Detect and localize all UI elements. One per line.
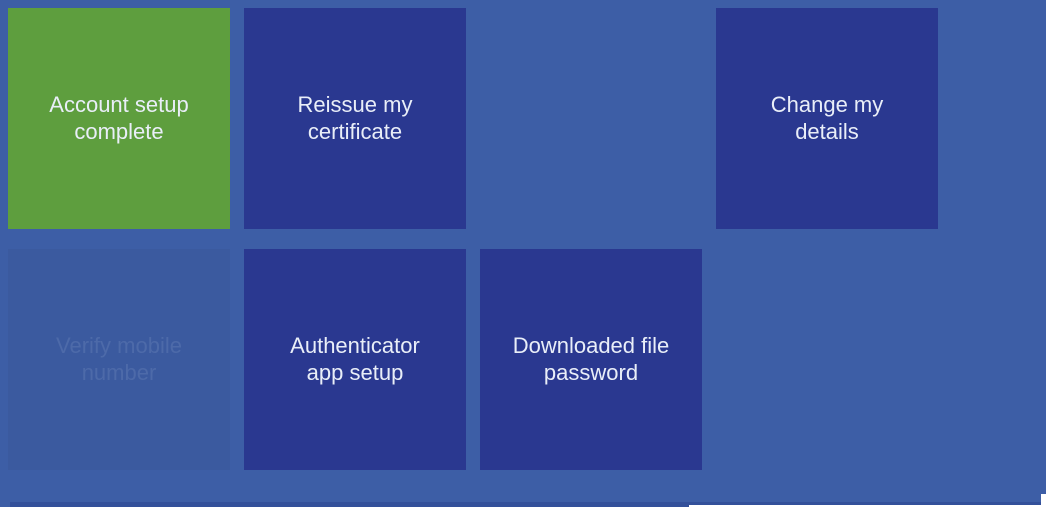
page-edge-right	[1041, 494, 1046, 507]
tile-change-my-details[interactable]: Change my details	[716, 8, 938, 229]
tile-grid: Account setup complete Reissue my certif…	[8, 8, 938, 470]
tile-authenticator-app-setup[interactable]: Authenticator app setup	[244, 249, 466, 470]
tile-downloaded-file-password[interactable]: Downloaded file password	[480, 249, 702, 470]
footer-bar	[10, 502, 1046, 507]
tile-reissue-my-certificate[interactable]: Reissue my certificate	[244, 8, 466, 229]
tile-account-setup-complete[interactable]: Account setup complete	[8, 8, 230, 229]
page-edge-bottom	[689, 505, 1046, 507]
tile-verify-mobile-number: Verify mobile number	[8, 249, 230, 470]
